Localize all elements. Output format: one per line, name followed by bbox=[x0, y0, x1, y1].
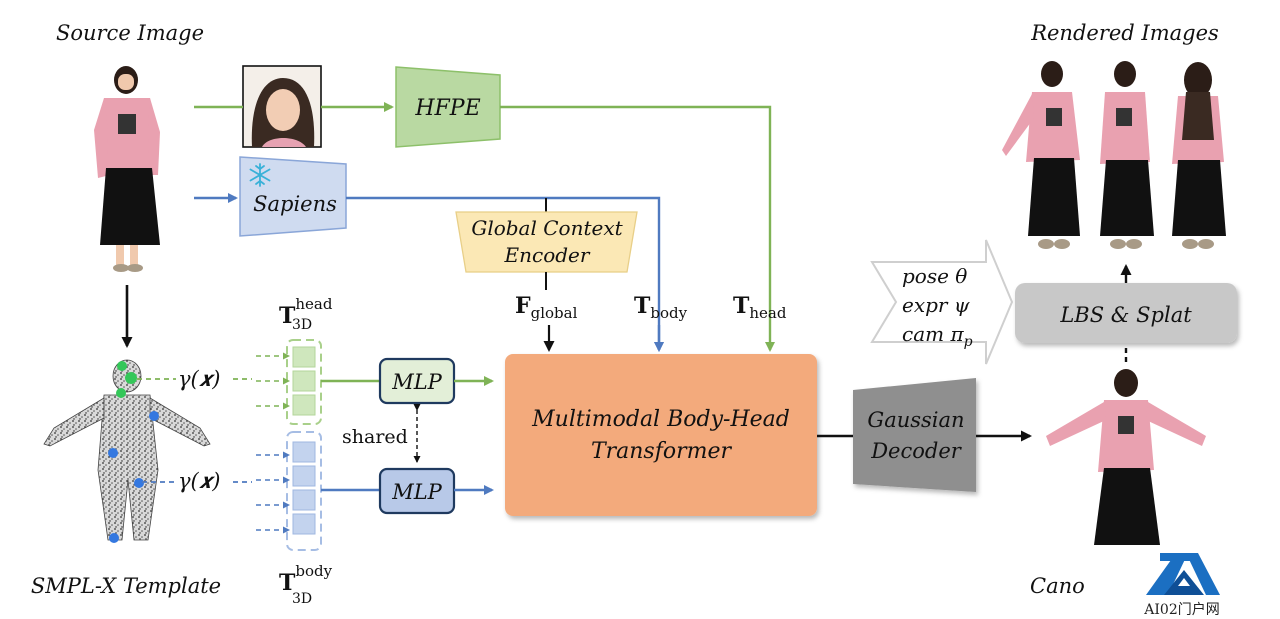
sapiens-to-t-body-arrow bbox=[346, 196, 664, 352]
source-person-image bbox=[94, 66, 160, 272]
lbs-splat-block bbox=[1015, 283, 1237, 343]
f-global-label: Fglobal bbox=[515, 293, 578, 322]
rendered-image-back bbox=[1172, 62, 1226, 249]
transformer-line1: Multimodal Body-Head bbox=[531, 407, 790, 432]
global-context-line2: Encoder bbox=[504, 243, 591, 267]
logo-text: AI02门户网 bbox=[1144, 602, 1220, 618]
hfpe-block: HFPE bbox=[395, 66, 501, 148]
t3d-body-sub-label: 3D bbox=[292, 591, 312, 607]
gamma-x-body-label: γ(𝒙) bbox=[178, 469, 220, 493]
snowflake-icon bbox=[249, 163, 271, 187]
mlp-head-label: MLP bbox=[391, 370, 442, 394]
head-token bbox=[292, 394, 316, 416]
t-head-label: Thead bbox=[733, 293, 787, 322]
body-token bbox=[292, 489, 316, 511]
transformer-line2: Transformer bbox=[591, 439, 733, 464]
pose-param-label: pose θ bbox=[902, 264, 967, 288]
face-crop-image bbox=[242, 65, 322, 148]
rendered-images-title: Rendered Images bbox=[1030, 21, 1219, 45]
lbs-splat-label: LBS & Splat bbox=[1059, 303, 1192, 327]
t-body-label: Tbody bbox=[634, 293, 688, 322]
smplx-template-title: SMPL-X Template bbox=[31, 574, 221, 598]
head-token bbox=[292, 370, 316, 392]
canonical-title-partial: Cano bbox=[1030, 574, 1085, 598]
canonical-avatar-image bbox=[1046, 369, 1206, 545]
mlp-body-block: MLP bbox=[378, 467, 456, 515]
mlp-head-block: MLP bbox=[378, 357, 456, 405]
body-token bbox=[292, 513, 316, 535]
head-token-stack bbox=[256, 339, 322, 425]
smplx-template-mesh bbox=[43, 359, 211, 543]
shared-label: shared bbox=[342, 426, 408, 448]
t3d-body-label: Tbody bbox=[279, 562, 333, 596]
triangle-a-logo-icon bbox=[1146, 553, 1220, 595]
rendered-image-side bbox=[1100, 61, 1154, 249]
t3d-head-sub-label: 3D bbox=[292, 317, 312, 333]
multimodal-transformer-block bbox=[505, 354, 817, 516]
sapiens-block: Sapiens bbox=[239, 156, 347, 237]
body-token bbox=[292, 465, 316, 487]
mlp-body-label: MLP bbox=[391, 480, 442, 504]
expr-param-label: expr ψ bbox=[902, 293, 970, 317]
gaussian-line1: Gaussian bbox=[867, 408, 964, 432]
hfpe-label: HFPE bbox=[414, 96, 480, 121]
gaussian-line2: Decoder bbox=[870, 439, 963, 463]
source-image-title: Source Image bbox=[56, 21, 204, 45]
global-context-line1: Global Context bbox=[471, 216, 623, 240]
gamma-x-head-label: γ(𝒙) bbox=[178, 367, 220, 391]
rendered-image-front bbox=[1002, 61, 1080, 249]
smplx-parameters-arrow: pose θ expr ψ cam πp bbox=[870, 239, 1014, 365]
head-token bbox=[292, 346, 316, 368]
body-token-stack bbox=[256, 431, 322, 551]
cam-param-label: cam πp bbox=[902, 322, 973, 350]
sapiens-label: Sapiens bbox=[253, 192, 337, 216]
body-token bbox=[292, 441, 316, 463]
global-context-encoder-block: Global Context Encoder bbox=[455, 211, 638, 273]
gaussian-decoder-block bbox=[853, 378, 976, 492]
rendered-images bbox=[1002, 61, 1226, 249]
hfpe-to-t-head-arrow bbox=[500, 105, 775, 352]
t3d-head-label: Thead bbox=[279, 295, 333, 329]
